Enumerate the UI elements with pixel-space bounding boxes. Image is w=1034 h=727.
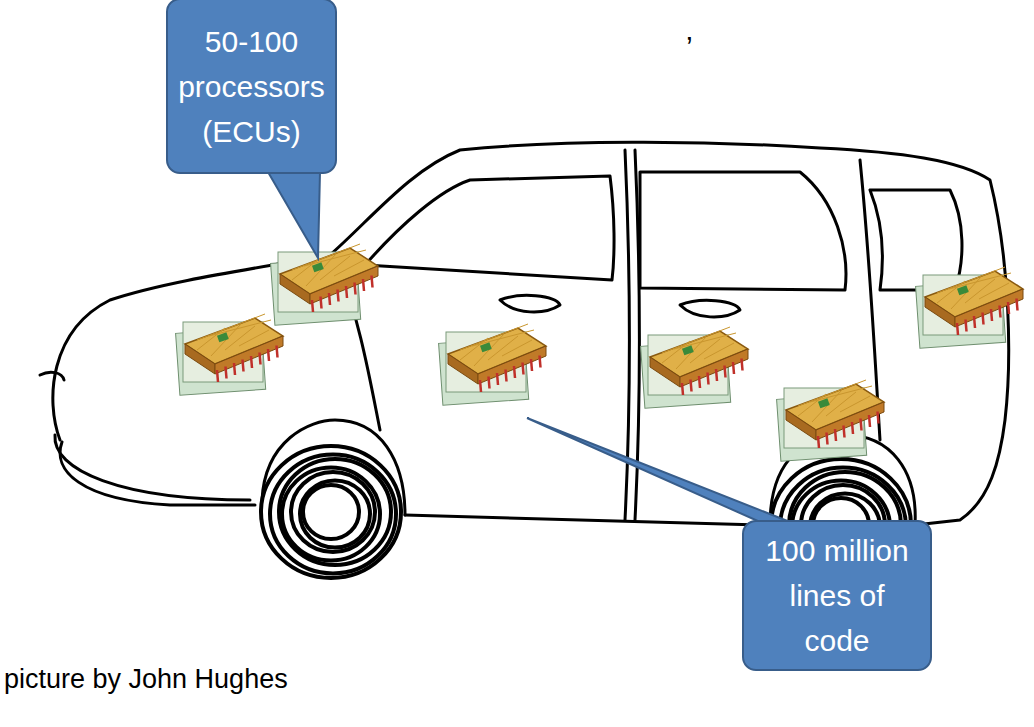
callout-text: 50-100 processors (ECUs) [178,19,325,154]
stray-mark: ’ [686,30,693,64]
callout-text: 100 million lines of code [754,528,920,663]
credit-text: picture by John Hughes [4,664,288,695]
callout-box: 100 million lines of code [742,520,932,671]
callout-box: 50-100 processors (ECUs) [166,0,337,174]
